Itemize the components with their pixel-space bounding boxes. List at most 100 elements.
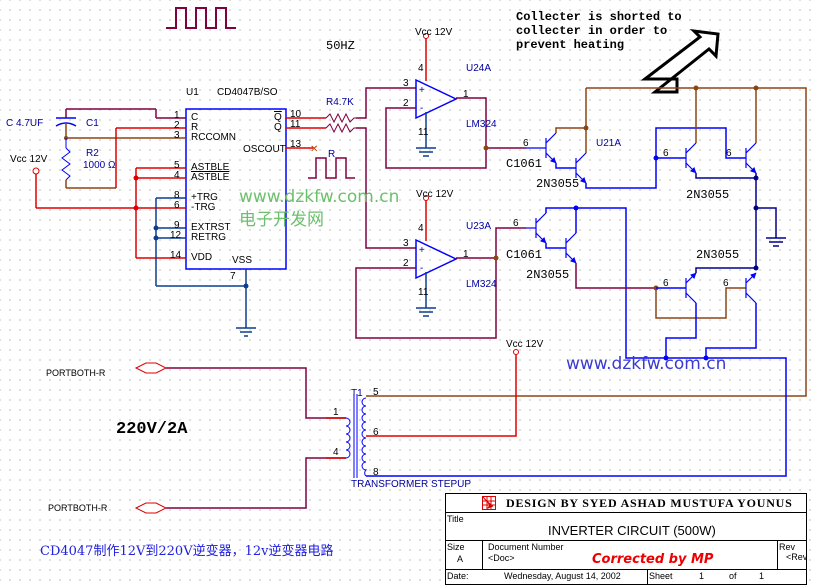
opamp-plus: + (419, 245, 425, 256)
r-small-label: R (328, 149, 336, 160)
doc-caption: Document Number (488, 542, 564, 552)
u1-pin-name: +TRG (191, 192, 218, 203)
date-row: Date: Wednesday, August 14, 2002 Sheet 1… (446, 570, 806, 584)
opamp-pin-num: 1 (463, 89, 469, 100)
u1-pin-num: 7 (230, 271, 236, 282)
u1-pin-num: 6 (174, 200, 180, 211)
transistor-c1061-bottom (526, 212, 547, 244)
u1-part: CD4047B/SO (217, 87, 278, 98)
no-connect-icon: ✕ (310, 144, 318, 155)
r-4k7-resistor-2 (325, 122, 356, 134)
sheet-number: 1 (699, 571, 705, 581)
u1-pin-num: 1 (174, 110, 180, 121)
doc-value: <Doc> (488, 553, 515, 563)
opamp-pin-num: 3 (403, 78, 409, 89)
opamp-minus: - (420, 103, 424, 114)
u1-pin-name: RETRG (191, 232, 226, 243)
driver-label-bottom: C1061 (506, 248, 543, 262)
vcc-label-transformer: Vcc 12V (506, 339, 544, 350)
transistor-pin: 6 (663, 148, 669, 159)
u24a-opamp-body (415, 78, 458, 120)
u1-pin-num: 5 (174, 160, 180, 171)
transformer-label: TRANSFORMER STEPUP (351, 479, 472, 490)
u23a-ref: U23A (466, 221, 492, 232)
power-label-top-left: 2N3055 (536, 177, 580, 191)
driver-label-top: C1061 (506, 157, 543, 171)
title-caption: Title (447, 514, 464, 524)
date-caption: Date: (447, 571, 469, 581)
transistor-2n3055-bottom-left (565, 232, 577, 264)
u23a-opamp-body (415, 238, 458, 280)
ground-icon (236, 327, 256, 337)
r2-value: 1000 Ω (83, 160, 116, 171)
sheet-caption: Sheet (649, 571, 673, 581)
u1-pin-name: RCCOMN (191, 132, 236, 143)
u1-pin-num: 13 (290, 139, 302, 150)
u1-pin-name: Q (274, 122, 282, 133)
u1-pin-num: 9 (174, 220, 180, 231)
square-wave-small-icon (308, 157, 355, 179)
transistor-pin: 6 (726, 148, 732, 159)
rev-caption: Rev (779, 542, 796, 552)
corrected-note: Corrected by MP (592, 552, 714, 567)
port-icon-top (134, 362, 168, 374)
transistor-2n3055-top-mid (685, 142, 697, 174)
u1-pin-num: 14 (170, 250, 182, 261)
power-label-bottom-left: 2N3055 (526, 268, 570, 282)
transistor-pin: 6 (663, 278, 669, 289)
transformer-pin: 1 (333, 407, 339, 418)
transistor-2n3055-top-right (745, 142, 757, 174)
logo-icon (482, 496, 496, 510)
u1-pin-num: 12 (170, 230, 182, 241)
watermark-cn: 电子开发网 (239, 210, 324, 230)
vcc-terminal-icon (32, 167, 40, 175)
vcc-label-u24a: Vcc 12V (415, 27, 453, 38)
transformer-pin: 8 (373, 467, 379, 478)
transistor-2n3055-bottom-right (745, 272, 757, 304)
u1-ref: U1 (186, 87, 199, 98)
u24a-part: LM324 (466, 119, 497, 130)
power-label-bottom-right: 2N3055 (696, 248, 740, 262)
title-row: Title INVERTER CIRCUIT (500W) (446, 513, 806, 541)
u1-pin-name: ASTBLE (191, 162, 230, 173)
doc-row: Size A Document Number <Doc> Corrected b… (446, 541, 807, 570)
u1-pin-name: VDD (191, 252, 213, 263)
u23a-part: LM324 (466, 279, 497, 290)
annotation-line-1: Collecter is shorted to (516, 10, 682, 24)
transformer-ref: T1 (351, 388, 363, 399)
port-label-top: PORTBOTH-R (46, 368, 106, 378)
date-value: Wednesday, August 14, 2002 (504, 571, 621, 581)
annotation-arrow-shape (640, 28, 720, 94)
port-label-bottom: PORTBOTH-R (48, 503, 108, 513)
u1-pin-num: 10 (290, 109, 302, 120)
opamp-pin-num: 11 (418, 127, 429, 138)
watermark-url-2: www.dzkfw.com.cn (566, 354, 727, 374)
u1-pin-name: R (191, 122, 199, 133)
designer-label: DESIGN BY SYED ASHAD MUSTUFA YOUNUS (506, 496, 793, 510)
square-wave-icon (166, 7, 236, 29)
u1-pin-name: VSS (232, 255, 253, 266)
frequency-label: 50HZ (326, 39, 355, 53)
u1-ic-body (185, 108, 287, 270)
opamp-pin-num: 2 (403, 98, 409, 109)
opamp-pin-num: 2 (403, 258, 409, 269)
u1-pin-name: EXTRST (191, 222, 231, 233)
size-caption: Size (447, 542, 465, 552)
size-value: A (457, 554, 464, 564)
u1-pin-name: -TRG (191, 202, 216, 213)
u1-pin-name: C (191, 112, 199, 123)
c1-ref: C1 (86, 118, 99, 129)
u1-pin-name: ASTBLE (191, 172, 230, 183)
c1-value: C 4.7UF (6, 118, 44, 129)
annotation-line-3: prevent heating (516, 38, 625, 52)
r2-ref: R2 (86, 148, 99, 159)
transformer-pin: 6 (373, 427, 379, 438)
u1-pin-name: Q (274, 112, 282, 123)
u1-pin-num: 3 (174, 130, 180, 141)
vcc-label-left: Vcc 12V (10, 154, 48, 165)
u1-pin-num: 2 (174, 120, 180, 131)
opamp-pin-num: 11 (418, 287, 429, 298)
opamp-pin-num: 3 (403, 238, 409, 249)
transistor-pin: 6 (513, 218, 519, 229)
